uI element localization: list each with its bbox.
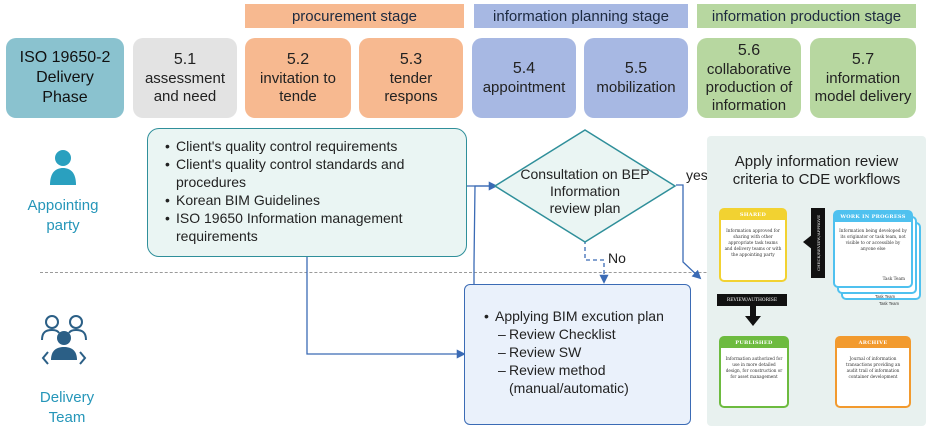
appointing-line1: Appointing — [27, 197, 99, 214]
team-icon — [41, 315, 87, 365]
cde-review-bar: REVIEW/AUTHORISE — [717, 294, 787, 306]
delivery-phase-box: ISO 19650-2 Delivery Phase — [6, 38, 124, 118]
phase-number: 5.4 — [512, 59, 536, 77]
cde-wip-team: Task Team — [875, 294, 895, 299]
stage-label: information planning stage — [493, 7, 669, 25]
cde-shared-text: Information approved for sharing with ot… — [724, 228, 782, 257]
stage-information-planning: information planning stage — [474, 4, 688, 28]
arrow-left-icon — [803, 234, 813, 250]
requirement-item: Korean BIM Guidelines — [165, 191, 458, 209]
decision-line2: Information — [549, 183, 621, 199]
decision-diamond — [493, 129, 677, 243]
requirement-item: ISO 19650 Information management require… — [165, 209, 458, 245]
phase-text: mobilization — [596, 78, 676, 96]
phase-text: appointment — [482, 78, 566, 96]
cde-published-text: Information authorized for use in more d… — [725, 356, 783, 379]
cde-wip-team: Task Team — [882, 276, 905, 281]
phase-number: 5.2 — [286, 50, 310, 68]
stage-procurement: procurement stage — [245, 4, 464, 28]
cde-panel: Apply information review criteria to CDE… — [707, 136, 926, 426]
stage-label: procurement stage — [291, 7, 418, 25]
cde-review-label: REVIEW/AUTHORISE — [726, 297, 778, 303]
phase-text: collaborative production of information — [705, 60, 793, 114]
phase-text: tender respons — [384, 69, 438, 105]
phase-number: 5.6 — [737, 41, 761, 59]
cde-title-line1: Apply information review — [734, 153, 899, 170]
stage-label: information production stage — [711, 7, 902, 25]
cde-wip-text: Information being developed by its origi… — [839, 228, 907, 251]
decision-line3: review plan — [549, 200, 621, 216]
no-label: No — [608, 250, 626, 266]
decision-text: Consultation on BEP Information review p… — [508, 166, 662, 217]
cde-check-arrow: CHECK/REVIEW/APPROVE — [811, 208, 825, 278]
cde-wip-team: Task Team — [879, 301, 899, 306]
delivery-team-label: Delivery Team — [14, 388, 120, 428]
phase-text: invitation to tende — [260, 69, 336, 105]
phase-number: 5.1 — [173, 50, 197, 68]
phase-number: 5.7 — [851, 50, 875, 68]
cde-archive-text: Journal of information transactions prov… — [845, 356, 901, 379]
bim-plan-item: Review method (manual/automatic) — [498, 361, 659, 397]
phase-text: information model delivery — [814, 69, 912, 105]
delivery-line1: Delivery — [39, 389, 95, 406]
party-divider — [40, 272, 916, 273]
cde-wip: WORK IN PROGRESS Information being devel… — [833, 210, 913, 288]
cde-published-title: PUBLISHED — [721, 338, 787, 348]
bim-plan-title: Applying BIM excution plan — [484, 307, 682, 325]
yes-label: yes — [686, 167, 708, 183]
phase-number: 5.3 — [399, 50, 423, 68]
requirement-item: Client's quality control requirements — [165, 137, 458, 155]
cde-published: PUBLISHED Information authorized for use… — [719, 336, 789, 408]
cde-title-line2: criteria to CDE workflows — [732, 171, 901, 188]
person-icon — [50, 150, 76, 185]
bim-plan-item: Review SW — [498, 343, 682, 361]
cde-check-label: CHECK/REVIEW/APPROVE — [815, 215, 821, 271]
decision-line1: Consultation on BEP — [520, 166, 650, 182]
bim-plan-item: Review Checklist — [498, 325, 682, 343]
delivery-phase-line2: Delivery — [36, 69, 94, 86]
cde-archive: ARCHIVE Journal of information transacti… — [835, 336, 911, 408]
appointing-party-label: Appointing party — [10, 196, 116, 236]
cde-title: Apply information review criteria to CDE… — [707, 153, 926, 189]
delivery-phase-line1: ISO 19650-2 — [19, 49, 111, 66]
cde-wip-title: WORK IN PROGRESS — [835, 212, 911, 222]
bim-plan-box: Applying BIM excution plan Review Checkl… — [464, 284, 691, 425]
requirement-item: Client's quality control standards and p… — [165, 155, 458, 191]
requirements-box: Client's quality control requirements Cl… — [147, 128, 467, 257]
arrow-down-icon — [745, 306, 761, 326]
phase-number: 5.5 — [624, 59, 648, 77]
delivery-line2: Team — [48, 409, 86, 426]
cde-shared: SHARED Information approved for sharing … — [719, 208, 787, 282]
delivery-phase-line3: Phase — [42, 89, 88, 106]
phase-text: assessment and need — [144, 69, 226, 105]
cde-shared-title: SHARED — [721, 210, 785, 220]
appointing-line2: party — [46, 217, 80, 234]
cde-archive-title: ARCHIVE — [837, 338, 909, 348]
stage-information-production: information production stage — [697, 4, 916, 28]
